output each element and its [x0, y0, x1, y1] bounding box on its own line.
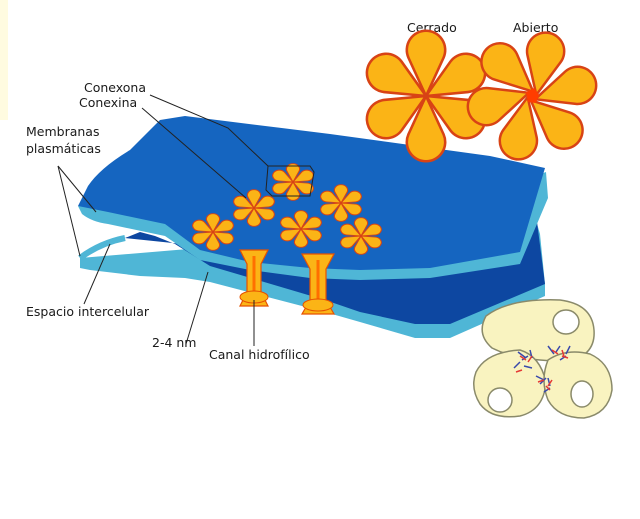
cell-cluster-icon [474, 300, 612, 418]
label-canal-hidrofilico: Canal hidrofílico [209, 347, 310, 362]
upper-membrane-surface [78, 116, 545, 270]
label-conexona: Conexona [84, 80, 146, 95]
label-membranas: Membranas [26, 124, 99, 139]
left-edge-tint [0, 0, 8, 120]
label-espacio-intercelular: Espacio intercelular [26, 304, 150, 319]
label-distance: 2-4 nm [152, 335, 197, 350]
label-conexina: Conexina [79, 95, 137, 110]
connexon-open-icon [463, 29, 601, 163]
label-plasmaticas: plasmáticas [26, 141, 101, 156]
